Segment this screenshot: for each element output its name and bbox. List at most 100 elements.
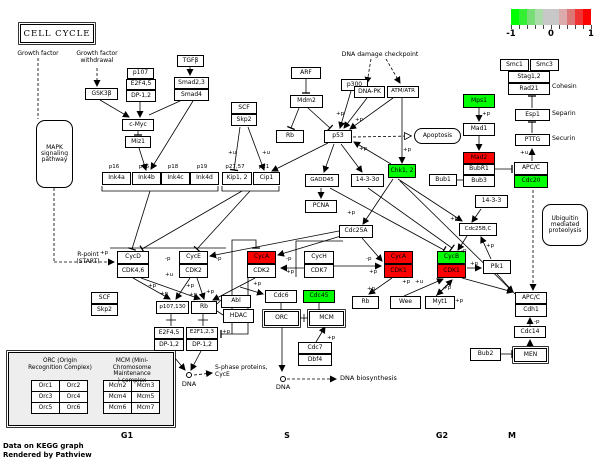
node-orc5[interactable]: Orc5 [31,402,60,414]
node-mad1[interactable]: Mad1 [463,123,495,136]
node-cdk46[interactable]: CDK4,6 [117,264,149,278]
node-orc6[interactable]: Orc6 [59,402,88,414]
node-abl[interactable]: Abl [221,295,251,308]
node-s14-3-3[interactable]: 14-3-3 [475,195,508,208]
node-ink4d[interactable]: Ink4d [190,172,219,185]
node-skp2-top[interactable]: Skp2 [231,114,257,126]
node-e2f45-bot[interactable]: E2F4,5 [154,327,184,339]
label-growth-factor: Growth factor [17,50,59,57]
node-mad2[interactable]: Mad2 [463,152,495,164]
node-apoptosis[interactable]: Apoptosis [414,128,461,144]
node-p107[interactable]: p107 [127,68,154,79]
node-rb-top[interactable]: Rb [276,130,304,143]
node-cyce[interactable]: CycE [179,251,208,264]
node-bub1[interactable]: Bub1 [429,174,457,186]
color-scale-segment-9 [583,9,591,25]
node-orc[interactable]: ORC [264,311,299,326]
node-apcc-top[interactable]: APC/C [514,162,548,175]
node-mapk-pathway[interactable]: MAPK signaling pathway [36,120,73,188]
node-bub2[interactable]: Bub2 [470,348,501,361]
node-mps1[interactable]: Mps1 [463,94,495,108]
label-p15: p15 [138,164,150,170]
edge-a [175,277,191,300]
node-cdk1-a[interactable]: CDK1 [384,264,413,278]
node-scf-top[interactable]: SCF [231,102,257,114]
node-ink4a[interactable]: Ink4a [102,172,131,185]
node-cdk7[interactable]: CDK7 [304,264,334,278]
node-cip1[interactable]: Cip1 [253,172,280,185]
edge-a [362,178,394,225]
node-cdc25a[interactable]: Cdc25A [339,225,373,238]
node-cmyc[interactable]: c-Myc [122,119,154,131]
node-hdac[interactable]: HDAC [223,309,254,323]
node-cdk2-a[interactable]: CDK2 [179,264,208,278]
node-cdc7[interactable]: Cdc7 [298,342,332,354]
node-s14-3-3sigma[interactable]: 14-3-3σ [351,174,384,187]
node-mcm7[interactable]: Mcm7 [131,402,160,414]
node-rb-bot[interactable]: Rb [352,296,379,309]
node-plk1[interactable]: Plk1 [483,260,511,274]
label-p27-57: p27,57 [225,164,245,170]
node-smc3[interactable]: Smc3 [530,59,559,71]
node-bub3[interactable]: Bub3 [463,175,495,187]
node-dp12-bot1[interactable]: DP-1,2 [154,339,184,351]
node-cych[interactable]: CycH [304,251,334,264]
node-smad4[interactable]: Smad4 [174,89,209,101]
node-bubr1[interactable]: BubR1 [463,164,495,175]
node-gsk3b[interactable]: GSK3β [85,88,118,100]
node-p107-130[interactable]: p107,130 [156,301,189,314]
node-dp12-top[interactable]: DP-1,2 [126,90,156,102]
node-scf-bot[interactable]: SCF [91,292,118,304]
node-p53[interactable]: p53 [324,130,352,143]
node-dna-pk[interactable]: DNA-PK [354,86,385,98]
node-wee[interactable]: Wee [390,296,421,309]
node-cdc45[interactable]: Cdc45 [303,290,335,303]
node-dp12-bot2[interactable]: DP-1,2 [186,339,218,351]
node-mdm2[interactable]: Mdm2 [290,95,323,108]
node-chk12[interactable]: Chk1, 2 [388,164,416,178]
node-cdc20[interactable]: Cdc20 [514,175,548,188]
node-cdc14[interactable]: Cdc14 [514,326,546,338]
node-mcm[interactable]: MCM [309,311,344,326]
edge-a [403,278,444,297]
node-ink4b[interactable]: Ink4b [132,172,161,185]
node-cdk1-b[interactable]: CDK1 [437,264,466,278]
node-smc1[interactable]: Smc1 [500,59,529,71]
node-smad23[interactable]: Smad2,3 [174,77,209,89]
node-apcc-bot[interactable]: APC/C [515,292,547,304]
node-men[interactable]: MEN [514,348,547,362]
node-atm-atr[interactable]: ATM/ATR [387,86,419,98]
node-pttg[interactable]: PTTG [515,134,550,146]
node-miz1[interactable]: Miz1 [125,136,151,148]
edge-a [471,208,482,223]
node-stag12[interactable]: Stag1,2 [508,71,550,83]
edge-a [368,277,393,295]
node-arf[interactable]: ARF [291,67,321,79]
node-kip12[interactable]: Kip1, 2 [222,172,252,185]
color-scale-tick [519,25,520,29]
node-e2f123[interactable]: E2F1,2,3 [186,327,218,339]
node-tgfb[interactable]: TGFβ [177,55,204,67]
node-esp1[interactable]: Esp1 [515,109,550,121]
node-ink4c[interactable]: Ink4c [161,172,190,185]
node-gadd45[interactable]: GADD45 [305,174,339,187]
node-cyca-s[interactable]: CycA [247,251,276,264]
node-dbf4[interactable]: Dbf4 [298,354,332,366]
node-cycd[interactable]: CycD [117,251,149,264]
node-pcna[interactable]: PCNA [305,200,337,213]
node-cdc25bc[interactable]: Cdc25B,C [459,223,497,236]
node-mcm6[interactable]: Mcm6 [103,402,132,414]
edge-l [148,100,181,116]
node-skp2-bot[interactable]: Skp2 [91,304,118,316]
mcm-title: MCM (Mini-Chromosome Maintenance ) compl… [112,358,152,384]
node-rb-mid[interactable]: Rb [191,301,217,314]
node-e2f45-top[interactable]: E2F4,5 [126,79,156,90]
node-rad21[interactable]: Rad21 [508,83,550,95]
node-cdc6[interactable]: Cdc6 [265,290,297,303]
edge-t [229,126,241,172]
node-cdk2-b[interactable]: CDK2 [247,264,276,278]
node-ubiquitin-proteolysis[interactable]: Ubiquitin mediated proteolysis [542,204,588,246]
node-myt1[interactable]: Myt1 [425,296,455,309]
node-cyca-g2[interactable]: CycA [384,251,413,264]
node-cdh1[interactable]: Cdh1 [515,304,547,317]
